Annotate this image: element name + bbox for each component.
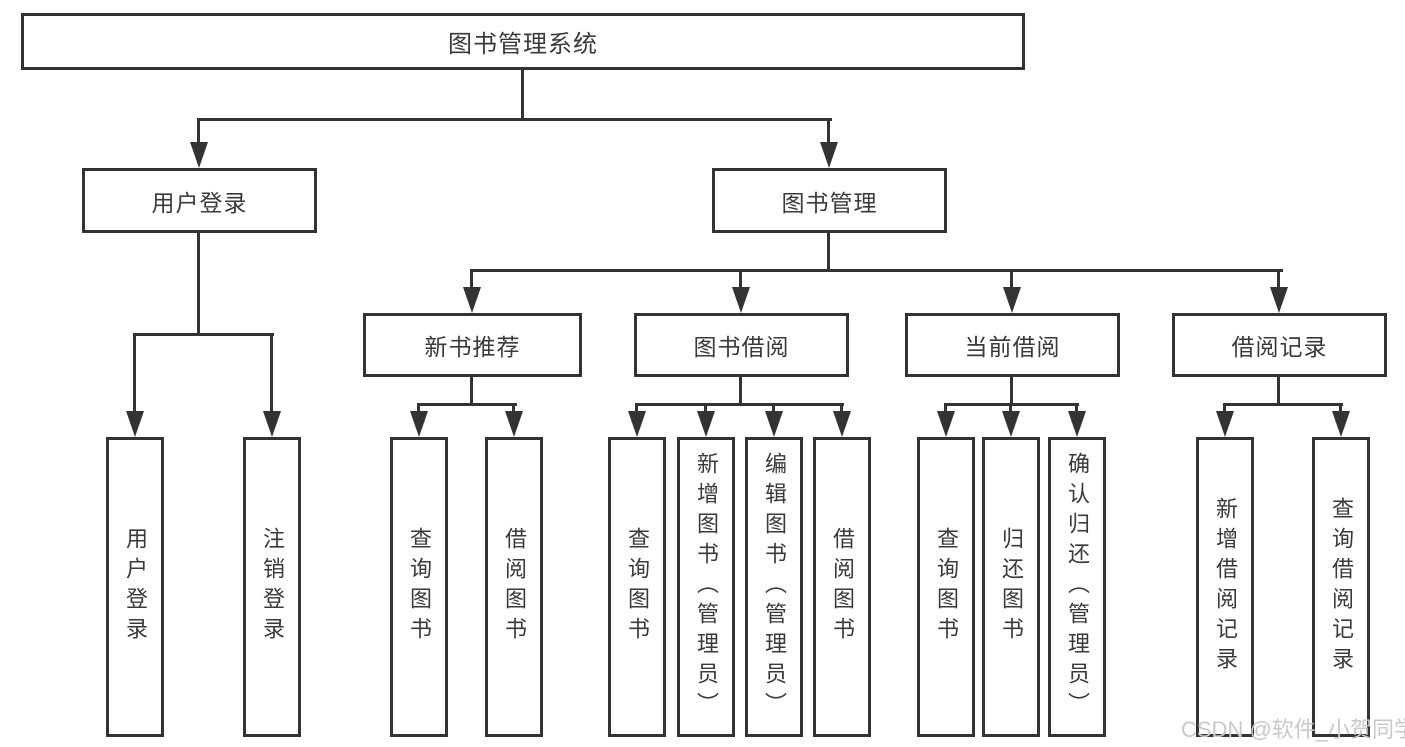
leaf-borrow-borrow-books: 借阅图书: [813, 437, 871, 737]
arrowhead-down-icon: [732, 287, 750, 313]
leaf-current-return-books: 归还图书: [982, 437, 1040, 737]
leaf-current-query-books-label: 查询图书: [934, 527, 959, 647]
connector-line: [270, 333, 273, 415]
connector-line: [521, 69, 524, 120]
leaf-newbook-query-books: 查询图书: [390, 437, 448, 737]
connector-line: [417, 403, 517, 406]
connector-line: [417, 403, 420, 417]
connector-line: [470, 269, 473, 291]
node-book-borrow-label: 图书借阅: [693, 334, 790, 360]
node-borrow-records: 借阅记录: [1172, 313, 1387, 377]
connector-line: [1010, 377, 1013, 405]
connector-line: [1009, 403, 1012, 417]
arrowhead-down-icon: [1216, 411, 1234, 437]
leaf-newbook-borrow-books: 借阅图书: [485, 437, 543, 737]
connector-line: [840, 403, 843, 417]
connector-line: [133, 333, 274, 336]
arrowhead-down-icon: [505, 411, 523, 437]
connector-line: [1277, 377, 1280, 405]
arrowhead-down-icon: [765, 411, 783, 437]
leaf-newbook-borrow-books-label: 借阅图书: [502, 527, 527, 647]
connector-line: [739, 269, 742, 291]
connector-line: [704, 403, 707, 417]
node-user-login-label: 用户登录: [151, 189, 248, 216]
leaf-records-query-record: 查询借阅记录: [1312, 437, 1370, 737]
connector-line: [635, 403, 844, 406]
arrowhead-down-icon: [1003, 287, 1021, 313]
arrowhead-down-icon: [463, 287, 481, 313]
connector-line: [1223, 403, 1226, 417]
node-book-management: 图书管理: [712, 168, 947, 233]
node-user-login: 用户登录: [82, 168, 317, 233]
leaf-borrow-add-books-admin-label: 新增图书（管理员）: [694, 452, 719, 722]
node-root: 图书管理系统: [21, 13, 1025, 70]
connector-line: [197, 233, 200, 335]
connector-line: [470, 377, 473, 405]
leaf-user-login-label: 用户登录: [123, 527, 148, 647]
leaf-records-add-record-label: 新增借阅记录: [1213, 497, 1238, 677]
connector-line: [1277, 269, 1280, 291]
arrowhead-down-icon: [628, 411, 646, 437]
node-current-borrow: 当前借阅: [905, 313, 1120, 377]
node-new-book-recommend: 新书推荐: [363, 313, 582, 377]
node-borrow-records-label: 借阅记录: [1231, 334, 1328, 360]
arrowhead-down-icon: [190, 142, 208, 168]
leaf-current-confirm-return-admin: 确认归还（管理员）: [1048, 437, 1106, 737]
leaf-logout: 注销登录: [243, 437, 301, 737]
connector-line: [1075, 403, 1078, 417]
connector-line: [512, 403, 515, 417]
leaf-current-return-books-label: 归还图书: [999, 527, 1024, 647]
leaf-borrow-edit-books-admin: 编辑图书（管理员）: [745, 437, 803, 737]
arrowhead-down-icon: [937, 411, 955, 437]
leaf-user-login: 用户登录: [106, 437, 164, 737]
leaf-records-add-record: 新增借阅记录: [1196, 437, 1254, 737]
node-book-borrow: 图书借阅: [634, 313, 849, 377]
arrowhead-down-icon: [1332, 411, 1350, 437]
node-root-label: 图书管理系统: [448, 31, 598, 58]
leaf-records-query-record-label: 查询借阅记录: [1329, 497, 1354, 677]
connector-line: [1223, 403, 1343, 406]
arrowhead-down-icon: [263, 411, 281, 437]
connector-line: [944, 403, 947, 417]
connector-line: [827, 118, 830, 148]
leaf-logout-label: 注销登录: [260, 527, 285, 647]
connector-line: [772, 403, 775, 417]
node-book-management-label: 图书管理: [781, 189, 878, 216]
connector-line: [197, 118, 832, 121]
arrowhead-down-icon: [1002, 411, 1020, 437]
arrowhead-down-icon: [697, 411, 715, 437]
connector-line: [1339, 403, 1342, 417]
connector-line: [197, 118, 200, 148]
arrowhead-down-icon: [1068, 411, 1086, 437]
connector-line: [133, 333, 136, 415]
arrowhead-down-icon: [833, 411, 851, 437]
arrowhead-down-icon: [820, 142, 838, 168]
leaf-current-query-books: 查询图书: [917, 437, 975, 737]
arrowhead-down-icon: [126, 411, 144, 437]
connector-line: [739, 377, 742, 405]
arrowhead-down-icon: [1270, 287, 1288, 313]
leaf-borrow-query-books-label: 查询图书: [625, 527, 650, 647]
leaf-borrow-query-books: 查询图书: [608, 437, 666, 737]
leaf-borrow-borrow-books-label: 借阅图书: [830, 527, 855, 647]
leaf-newbook-query-books-label: 查询图书: [407, 527, 432, 647]
leaf-current-confirm-return-admin-label: 确认归还（管理员）: [1065, 452, 1090, 722]
node-current-borrow-label: 当前借阅: [964, 334, 1061, 360]
leaf-borrow-add-books-admin: 新增图书（管理员）: [677, 437, 735, 737]
connector-line: [827, 233, 830, 271]
node-new-book-recommend-label: 新书推荐: [424, 334, 521, 360]
connector-line: [470, 269, 1283, 272]
csdn-watermark: CSDN @软件_小贺同学: [1181, 717, 1405, 742]
connector-line: [635, 403, 638, 417]
connector-line: [1010, 269, 1013, 291]
arrowhead-down-icon: [410, 411, 428, 437]
leaf-borrow-edit-books-admin-label: 编辑图书（管理员）: [762, 452, 787, 722]
